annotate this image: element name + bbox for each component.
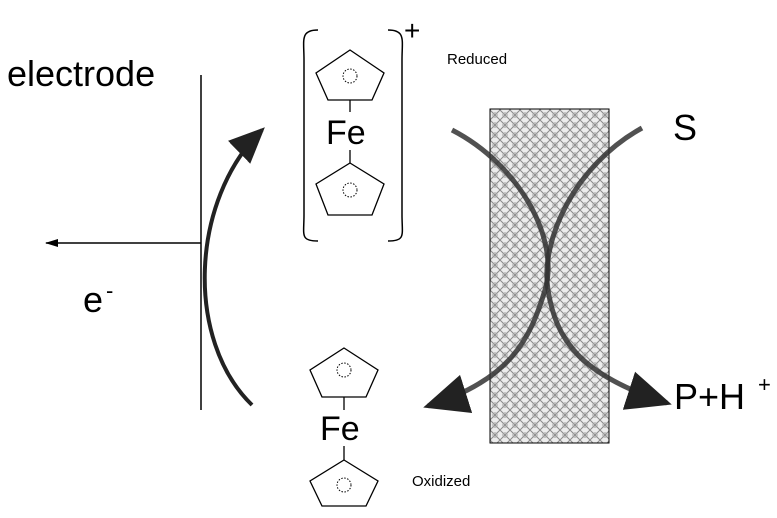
- ferrocenium-complex: Fe +: [302, 15, 420, 242]
- substrate-label: S: [673, 107, 697, 148]
- charge-label: +: [404, 15, 420, 46]
- right-bracket: [387, 29, 404, 242]
- ring-circle-top: [342, 68, 358, 84]
- ring-circle-bottom: [342, 182, 358, 198]
- oxidized-label: Oxidized: [412, 473, 470, 490]
- ring-circle-upper: [336, 362, 352, 378]
- substrate-arrow: [544, 125, 672, 410]
- cyclopentadienyl-ring-bottom: [315, 162, 385, 216]
- product-label: P+H: [674, 376, 745, 417]
- electrode-label: electrode: [7, 53, 155, 94]
- left-bracket: [302, 29, 319, 242]
- fe-label-top: Fe: [326, 114, 366, 152]
- ferrocene-complex: Fe: [309, 347, 379, 507]
- product-superscript: +: [758, 372, 771, 397]
- oxidation-curve-arrow: [202, 127, 265, 407]
- reduction-arrow: [423, 127, 551, 413]
- reduced-label: Reduced: [447, 51, 507, 68]
- electron-superscript: -: [106, 278, 113, 303]
- cyclopentadienyl-ring-upper: [309, 347, 379, 398]
- fe-label-bottom: Fe: [320, 410, 360, 448]
- cyclopentadienyl-ring-top: [315, 49, 385, 101]
- cyclopentadienyl-ring-lower: [309, 459, 379, 507]
- ring-circle-lower: [336, 477, 352, 493]
- electron-label: e: [83, 279, 103, 320]
